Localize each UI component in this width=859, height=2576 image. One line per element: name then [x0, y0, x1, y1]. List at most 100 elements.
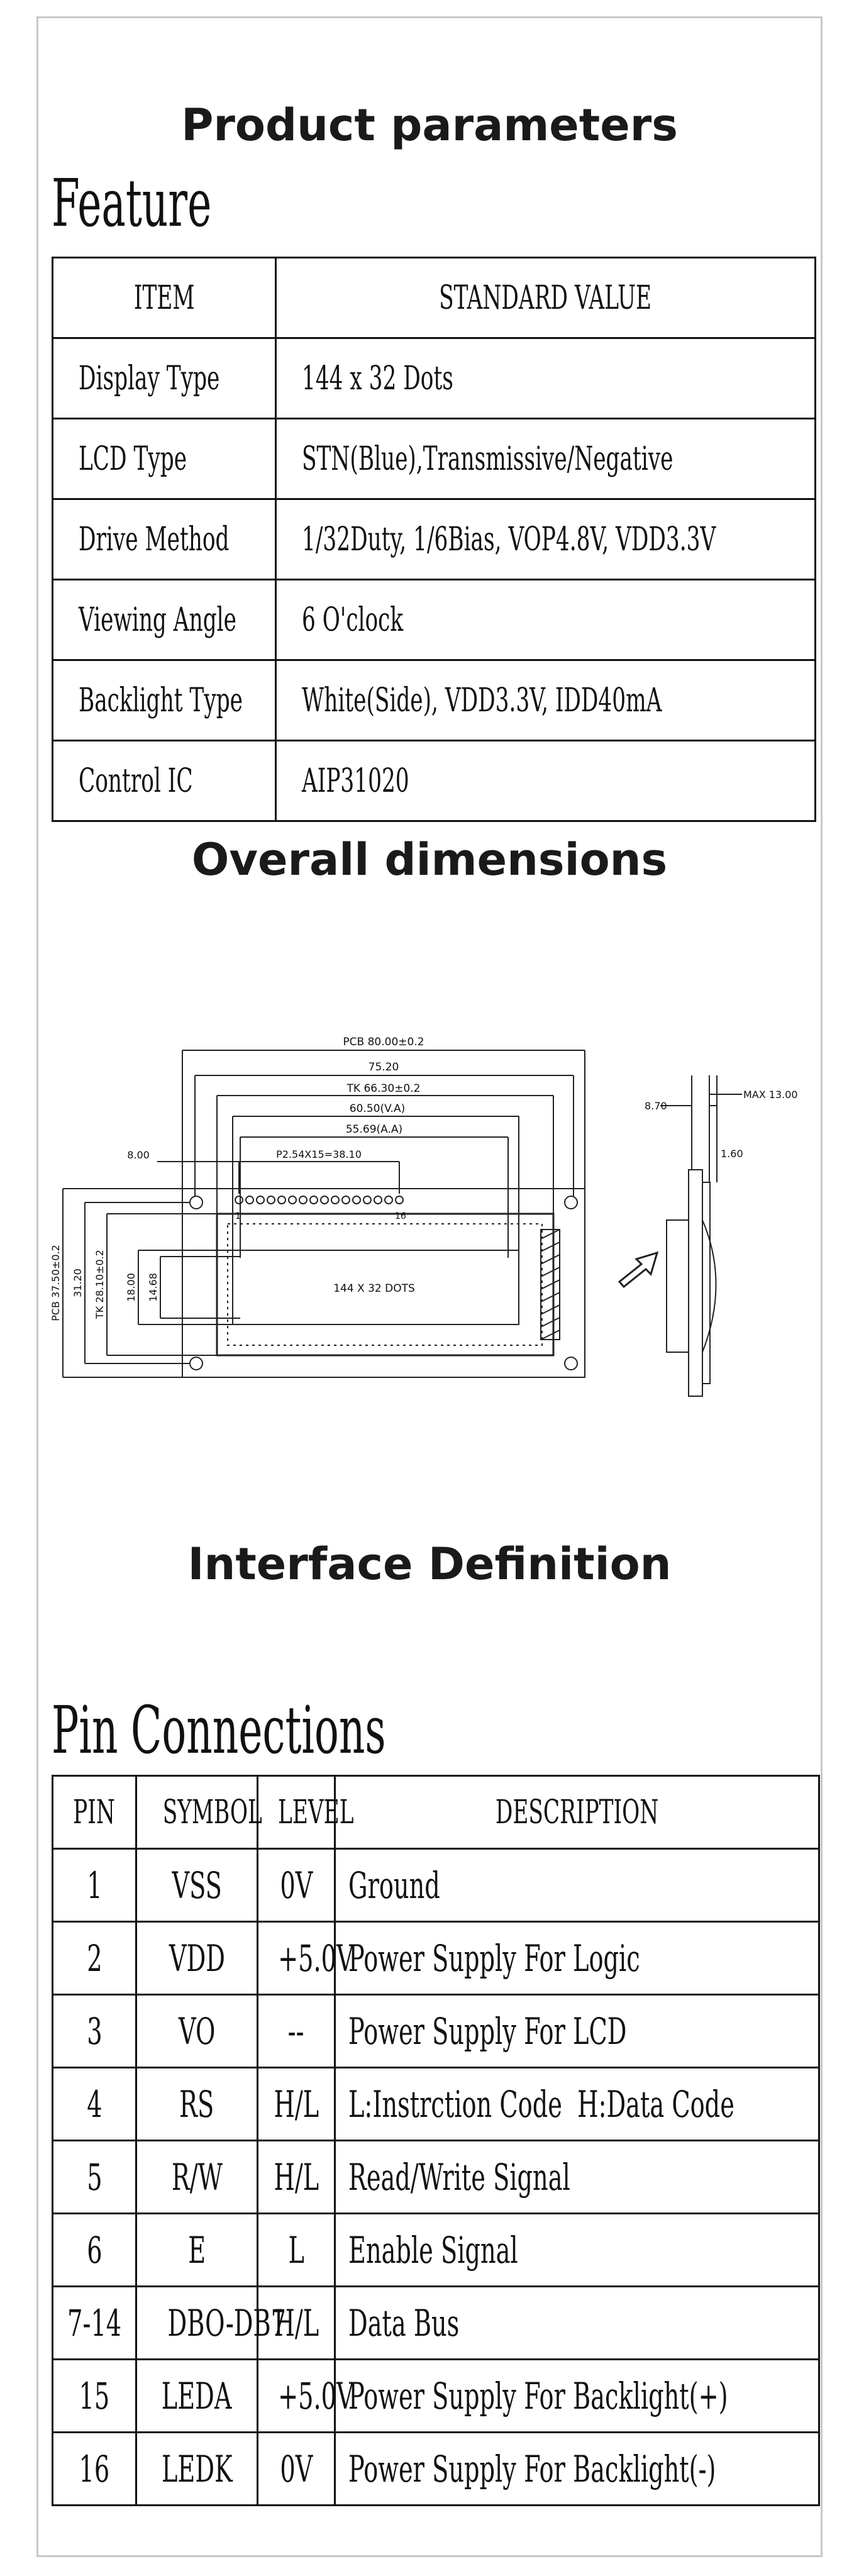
overall-dimensions-heading: Overall dimensions: [191, 834, 668, 886]
page-frame: [36, 16, 823, 2557]
feature-item: Viewing Angle: [52, 579, 277, 661]
mounting-hole-icon: [564, 1357, 578, 1370]
pin-number: 4: [52, 2067, 137, 2141]
pin-number: 7-14: [52, 2285, 137, 2360]
pin-header-symbol: SYMBOL: [135, 1775, 262, 1850]
pin-symbol: LEDA: [135, 2358, 258, 2433]
arrow-icon: [618, 1251, 659, 1289]
pin-symbol: VSS: [135, 1848, 258, 1923]
mounting-hole-icon: [189, 1196, 203, 1209]
pin-description: Power Supply For Backlight(-): [334, 2431, 820, 2506]
pin-description: Power Supply For Logic: [334, 1921, 820, 1996]
table-row: 6 E L Enable Signal: [52, 2212, 820, 2287]
dim-75: 75.20: [369, 1061, 399, 1074]
table-row: 1 VSS 0V Ground: [52, 1848, 820, 1923]
dim-aa-height: 14.68: [147, 1273, 159, 1302]
dim-31: 31.20: [72, 1269, 84, 1297]
table-row: Viewing Angle 6 O'clock: [52, 579, 816, 661]
side-dim-max: MAX 13.00: [743, 1089, 798, 1101]
pin-description: Read/Write Signal: [334, 2140, 820, 2214]
table-row: 16 LEDK 0V Power Supply For Backlight(-): [52, 2431, 820, 2506]
table-row: 2 VDD +5.0V Power Supply For Logic: [52, 1921, 820, 1996]
table-row: LCD Type STN(Blue),Transmissive/Negative: [52, 418, 816, 500]
mounting-hole-icon: [564, 1196, 578, 1209]
pin-number: 3: [52, 1994, 137, 2068]
table-row: 7-14 DBO-DB7 H/L Data Bus: [52, 2285, 820, 2360]
dim-va-height: 18.00: [125, 1273, 137, 1302]
table-row: Display Type 144 x 32 Dots: [52, 337, 816, 419]
backlight-hatch: [540, 1229, 560, 1340]
pin-table-header: PIN SYMBOL LEVEL DESCRIPTION: [52, 1775, 820, 1850]
pin-description: Ground: [334, 1848, 820, 1923]
side-dim-870: 8.70: [645, 1100, 667, 1112]
pin-level: --: [257, 1994, 336, 2068]
pin-number: 5: [52, 2140, 137, 2214]
pin-number: 1: [52, 1848, 137, 1923]
pin-description: L:Instrction Code H:Data Code: [334, 2067, 820, 2141]
pin-symbol: RS: [135, 2067, 258, 2141]
pin-level: L: [257, 2212, 336, 2287]
table-row: 5 R/W H/L Read/Write Signal: [52, 2140, 820, 2214]
pin-header-level: LEVEL: [257, 1775, 354, 1850]
pin-row: [235, 1196, 404, 1204]
pin-level: H/L: [257, 2067, 336, 2141]
feature-value: 144 x 32 Dots: [275, 337, 816, 419]
dim-pcb-width: PCB 80.00±0.2: [343, 1036, 424, 1048]
feature-item: Display Type: [52, 337, 277, 419]
table-row: 3 VO -- Power Supply For LCD: [52, 1994, 820, 2068]
product-parameters-heading: Product parameters: [181, 99, 678, 151]
pin-level: H/L: [257, 2140, 336, 2214]
feature-header-item: ITEM: [52, 257, 277, 339]
feature-item: Control IC: [52, 740, 277, 822]
pin-symbol: VDD: [135, 1921, 258, 1996]
feature-value: 6 O'clock: [275, 579, 816, 661]
dim-aa-width: 55.69(A.A): [346, 1123, 402, 1136]
dim-left-offset: 8.00: [127, 1149, 150, 1161]
pin-header-pin: PIN: [52, 1775, 137, 1850]
pin-table: PIN SYMBOL LEVEL DESCRIPTION 1 VSS 0V Gr…: [52, 1775, 820, 2506]
dim-pcb-height: PCB 37.50±0.2: [50, 1245, 62, 1321]
pin1-label: 1: [235, 1211, 241, 1221]
pin-symbol: R/W: [135, 2140, 258, 2214]
pcb-outline: [182, 1188, 585, 1378]
pin-description: Power Supply For Backlight(+): [334, 2358, 820, 2433]
dim-pitch: P2.54X15=38.10: [276, 1148, 362, 1160]
pin-number: 16: [52, 2431, 137, 2506]
pin16-label: 16: [395, 1211, 406, 1221]
pin-header-description: DESCRIPTION: [334, 1775, 820, 1850]
feature-table-header: ITEM STANDARD VALUE: [52, 257, 816, 339]
pin-symbol: DBO-DB7: [135, 2285, 286, 2360]
pin-level: +5.0V: [257, 1921, 354, 1996]
feature-item: Backlight Type: [52, 659, 277, 741]
dim-tk-width: TK 66.30±0.2: [346, 1082, 421, 1095]
dim-tk-height: TK 28.10±0.2: [94, 1250, 106, 1319]
feature-item: LCD Type: [52, 418, 277, 500]
viewing-area: [232, 1250, 519, 1325]
pin-description: Power Supply For LCD: [334, 1994, 820, 2068]
pin-description: Data Bus: [334, 2285, 820, 2360]
pin-symbol: LEDK: [135, 2431, 258, 2506]
table-row: 15 LEDA +5.0V Power Supply For Backlight…: [52, 2358, 820, 2433]
table-row: Control IC AIP31020: [52, 740, 816, 822]
feature-header-value: STANDARD VALUE: [275, 257, 816, 339]
side-view: [660, 1075, 742, 1397]
feature-value: AIP31020: [275, 740, 816, 822]
tk-frame: [216, 1213, 555, 1357]
pin-symbol: E: [135, 2212, 258, 2287]
dim-va-width: 60.50(V.A): [350, 1102, 405, 1115]
table-row: Backlight Type White(Side), VDD3.3V, IDD…: [52, 659, 816, 741]
feature-value: STN(Blue),Transmissive/Negative: [275, 418, 816, 500]
table-row: Drive Method 1/32Duty, 1/6Bias, VOP4.8V,…: [52, 498, 816, 580]
pin-symbol: VO: [135, 1994, 258, 2068]
tk-frame-dots: [227, 1223, 543, 1346]
pin-level: H/L: [257, 2285, 336, 2360]
pin-level: 0V: [257, 2431, 336, 2506]
side-dim-160: 1.60: [721, 1148, 743, 1160]
pin-description: Enable Signal: [334, 2212, 820, 2287]
pin-number: 15: [52, 2358, 137, 2433]
mounting-hole-icon: [189, 1357, 203, 1370]
pin-level: 0V: [257, 1848, 336, 1923]
feature-heading: Feature: [52, 165, 212, 242]
interface-definition-heading: Interface Definition: [187, 1538, 672, 1590]
screen-label: 144 X 32 DOTS: [333, 1282, 415, 1295]
